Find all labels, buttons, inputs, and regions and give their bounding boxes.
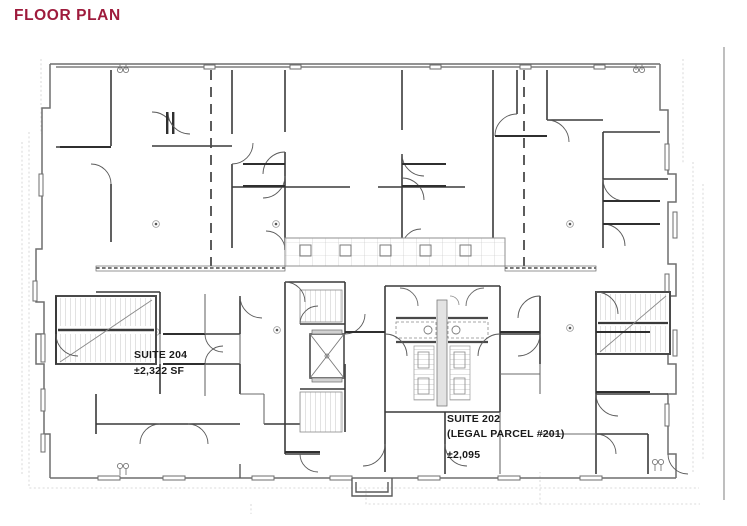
floor-plan-drawing: SUITE 204 ±2,322 SF SUITE 202 (LEGAL PAR… xyxy=(0,34,747,526)
floor-plan-svg: SUITE 204 ±2,322 SF SUITE 202 (LEGAL PAR… xyxy=(0,34,747,526)
riser-marks xyxy=(116,64,665,475)
restroom-core xyxy=(387,287,498,410)
stair-east xyxy=(595,291,671,355)
plan-canvas xyxy=(0,34,747,526)
suite-202-name: SUITE 202 xyxy=(447,413,500,425)
label-suite-204: SUITE 204 ±2,322 SF xyxy=(134,349,187,377)
suite-204-name: SUITE 204 xyxy=(134,349,187,361)
property-setback-lines xyxy=(21,59,704,514)
entry-alcove xyxy=(239,464,393,497)
suite-202-interior xyxy=(499,364,596,474)
door-leaves-lower xyxy=(163,331,650,453)
door-leaves-upper xyxy=(60,135,660,225)
stair-center xyxy=(299,289,343,433)
label-suite-202: SUITE 202 (LEGAL PARCEL #201) ±2,095 xyxy=(447,413,565,461)
page-title: FLOOR PLAN xyxy=(14,7,121,24)
windows-right xyxy=(664,143,678,427)
windows-bottom xyxy=(97,475,603,481)
door-swings-lower xyxy=(55,281,689,475)
suite-202-area: ±2,095 xyxy=(447,449,480,461)
central-corridor xyxy=(284,237,506,267)
elevator xyxy=(309,329,345,383)
walls-lower-floor xyxy=(95,281,668,474)
windows-left xyxy=(32,173,46,453)
suite-204-area: ±2,322 SF xyxy=(134,365,185,377)
suite-204-interior xyxy=(159,294,265,424)
windows-top xyxy=(203,64,606,70)
corridor-wall-hatch xyxy=(95,265,597,272)
suite-202-parcel: (LEGAL PARCEL #201) xyxy=(447,428,565,440)
stair-northwest xyxy=(55,295,157,365)
walls-upper-floor xyxy=(56,70,668,250)
door-swings-upper xyxy=(90,111,626,251)
